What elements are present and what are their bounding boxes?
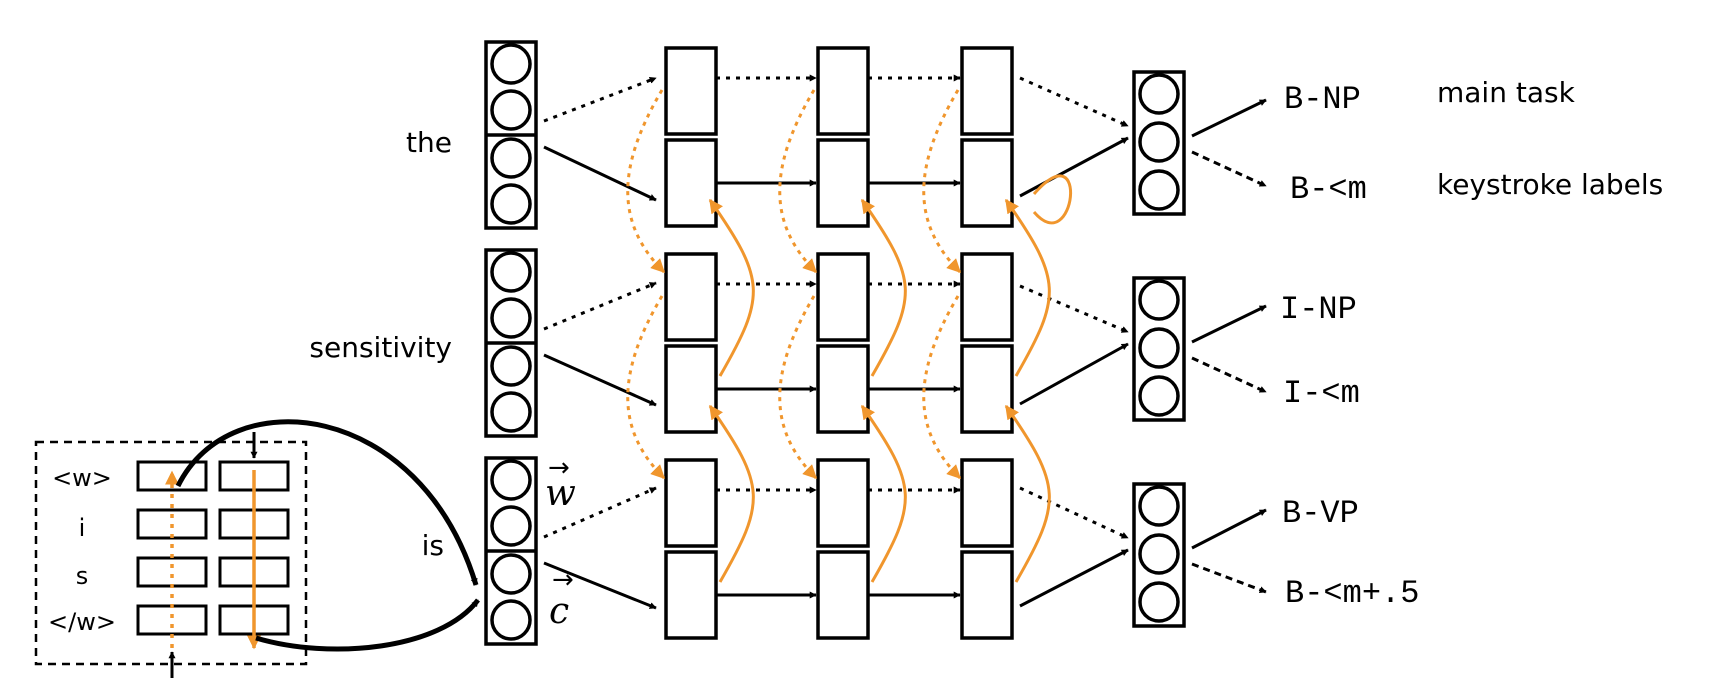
forward-to-output-arrow: [1019, 76, 1129, 128]
forward-lstm-cell: [816, 252, 870, 342]
char-vector-label: c: [549, 591, 569, 632]
word-label-sensitivity: sensitivity: [309, 331, 452, 364]
char-label: s: [76, 562, 89, 590]
forward-to-output-arrow: [1019, 486, 1129, 540]
char-final-backward-to-embedding-arrow: [255, 598, 480, 652]
output-layer-box: [1132, 276, 1186, 422]
output-keystroke-tag-3: B-<m+.5: [1285, 575, 1419, 612]
forward-lstm-cell: [664, 252, 718, 342]
forward-lstm-cell: [960, 458, 1014, 548]
legend-keystroke-labels: keystroke labels: [1437, 168, 1663, 201]
output-unit-circle: [1138, 581, 1180, 623]
stacked-backward-connection: [1032, 174, 1073, 225]
input-to-backward-arrow: [543, 561, 657, 610]
backward-lstm-cell: [664, 344, 718, 434]
stacked-backward-connection: [708, 198, 755, 377]
char-label: i: [79, 514, 86, 542]
input-to-forward-arrow: [543, 486, 657, 539]
backward-lstm-cell: [816, 138, 870, 228]
embedding-unit-circle: [490, 183, 532, 225]
output-unit-circle: [1138, 375, 1180, 417]
word-label-is: is: [422, 529, 444, 562]
output-unit-circle: [1138, 121, 1180, 163]
char-final-forward-to-embedding-arrow: [175, 419, 479, 586]
forward-lstm-cell: [816, 46, 870, 136]
output-main-task-arrow: [1191, 98, 1267, 138]
char-label: <w>: [52, 464, 112, 492]
stacked-backward-connection: [708, 404, 755, 583]
embedding-unit-circle: [490, 599, 532, 641]
embedding-unit-circle: [490, 505, 532, 547]
output-keystroke-tag-1: B-<m: [1290, 171, 1367, 208]
backward-lstm-cell: [960, 344, 1014, 434]
word-vector-label: w: [545, 473, 576, 514]
char-lstm-inset-border: [34, 440, 308, 666]
stacked-forward-connection: [922, 89, 962, 274]
forward-lstm-cell: [816, 458, 870, 548]
stacked-forward-connection: [626, 89, 666, 274]
output-main-tag-1: B-NP: [1284, 81, 1361, 118]
embedding-unit-circle: [490, 251, 532, 293]
stacked-forward-connection: [778, 295, 818, 480]
embedding-unit-circle: [490, 345, 532, 387]
backward-lstm-cell: [664, 550, 718, 640]
char-forward-cell: [136, 556, 208, 588]
stacked-backward-connection: [860, 198, 907, 377]
stacked-forward-connection: [922, 295, 962, 480]
output-layer-box: [1132, 482, 1186, 628]
output-layer-box: [1132, 70, 1186, 216]
forward-lstm-cell: [664, 458, 718, 548]
output-main-task-arrow: [1191, 508, 1267, 550]
embedding-unit-circle: [490, 137, 532, 179]
output-main-tag-3: B-VP: [1282, 495, 1359, 532]
stacked-forward-connection: [626, 295, 666, 480]
backward-lstm-cell: [816, 550, 870, 640]
output-main-task-arrow: [1191, 304, 1267, 344]
forward-lstm-cell: [960, 252, 1014, 342]
backward-lstm-cell: [816, 344, 870, 434]
output-keystroke-tag-2: I-<m: [1283, 375, 1360, 412]
output-main-tag-2: I-NP: [1280, 291, 1357, 328]
output-unit-circle: [1138, 327, 1180, 369]
backward-to-output-arrow: [1019, 548, 1129, 608]
input-to-forward-arrow: [543, 281, 657, 331]
embedding-unit-circle: [490, 89, 532, 131]
stacked-forward-connection: [778, 89, 818, 274]
backward-lstm-cell: [664, 138, 718, 228]
word-vector-arrow: →: [548, 453, 570, 483]
output-unit-circle: [1138, 279, 1180, 321]
embedding-unit-circle: [490, 553, 532, 595]
input-to-backward-arrow: [543, 145, 657, 202]
stacked-backward-connection: [1004, 404, 1051, 583]
embedding-unit-circle: [490, 459, 532, 501]
output-keystroke-arrow: [1191, 562, 1267, 594]
output-unit-circle: [1138, 533, 1180, 575]
backward-to-output-arrow: [1019, 342, 1129, 406]
legend-main-task: main task: [1437, 76, 1576, 109]
backward-to-output-arrow: [1019, 136, 1129, 198]
output-keystroke-arrow: [1191, 356, 1267, 394]
word-label-the: the: [406, 126, 452, 159]
forward-lstm-cell: [664, 46, 718, 136]
output-unit-circle: [1138, 485, 1180, 527]
backward-lstm-cell: [960, 550, 1014, 640]
char-forward-cell: [136, 604, 208, 636]
forward-lstm-cell: [960, 46, 1014, 136]
output-keystroke-arrow: [1191, 150, 1267, 188]
input-to-backward-arrow: [543, 353, 657, 407]
stacked-backward-connection: [860, 404, 907, 583]
embedding-unit-circle: [490, 297, 532, 339]
forward-to-output-arrow: [1019, 284, 1129, 334]
backward-lstm-cell: [960, 138, 1014, 228]
char-forward-cell: [136, 460, 208, 492]
embedding-unit-circle: [490, 391, 532, 433]
diagram-geometry: [34, 40, 1267, 678]
embedding-unit-circle: [490, 43, 532, 85]
output-unit-circle: [1138, 73, 1180, 115]
input-to-forward-arrow: [543, 76, 657, 123]
stacked-backward-connection: [1004, 198, 1051, 377]
char-label: </w>: [48, 608, 116, 636]
output-unit-circle: [1138, 169, 1180, 211]
